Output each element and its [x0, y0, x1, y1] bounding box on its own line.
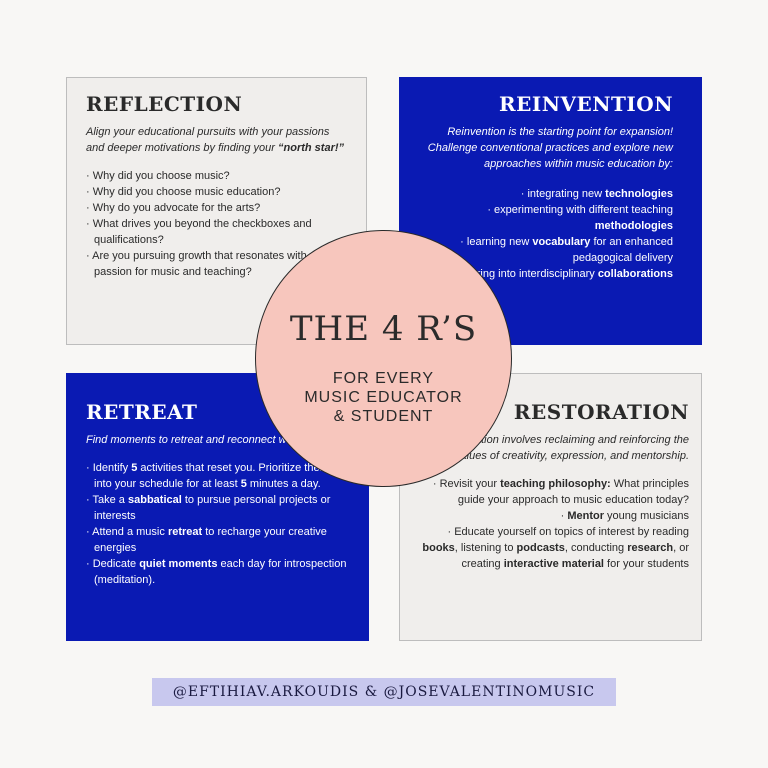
list-item: · Educate yourself on topics of interest…	[422, 526, 689, 570]
retreat-intro: Find moments to retreat and reconnect wi…	[86, 434, 343, 446]
reinvention-intro: Reinvention is the starting point for ex…	[427, 126, 673, 170]
list-item: · Attend a music retreat to recharge you…	[86, 526, 327, 554]
list-item: · Take a sabbatical to pursue personal p…	[86, 494, 331, 522]
retreat-title: RETREAT	[86, 400, 198, 424]
reinvention-list: · integrating new technologies · experim…	[420, 186, 673, 282]
list-item: · Why did you choose music?	[86, 170, 230, 182]
list-item: · Identify 5 activities that reset you. …	[86, 462, 329, 490]
reflection-title: REFLECTION	[86, 92, 243, 116]
center-title: THE 4 R’S	[289, 309, 478, 349]
list-item: · learning new vocabulary for an enhance…	[460, 236, 673, 264]
center-circle: THE 4 R’S FOR EVERY MUSIC EDUCATOR & STU…	[255, 230, 512, 487]
center-subtitle-line: MUSIC EDUCATOR	[304, 389, 463, 406]
retreat-card: RETREAT Find moments to retreat and reco…	[66, 373, 369, 641]
list-item: · Dedicate quiet moments each day for in…	[86, 558, 347, 586]
center-subtitle: FOR EVERY MUSIC EDUCATOR & STUDENT	[256, 369, 511, 426]
center-subtitle-line: & STUDENT	[333, 408, 434, 425]
list-item: · Mentor young musicians	[560, 510, 689, 522]
reflection-list: · Why did you choose music? · Why did yo…	[86, 168, 348, 280]
restoration-card: RESTORATION Restoration involves reclaim…	[399, 373, 702, 641]
list-item: · Are you pursuing growth that resonates…	[86, 250, 332, 278]
reinvention-title: REINVENTION	[499, 92, 673, 116]
reflection-intro: Align your educational pursuits with you…	[86, 126, 345, 154]
center-subtitle-line: FOR EVERY	[332, 370, 435, 387]
list-item: · Why did you choose music education?	[86, 186, 281, 198]
restoration-title: RESTORATION	[513, 400, 689, 424]
list-item: · What drives you beyond the checkboxes …	[86, 218, 312, 246]
restoration-list: · Revisit your teaching philosophy: What…	[420, 476, 689, 572]
list-item: · experimenting with different teaching …	[487, 204, 673, 232]
restoration-intro: Restoration involves reclaiming and rein…	[430, 434, 689, 462]
reflection-card: REFLECTION Align your educational pursui…	[66, 77, 367, 345]
list-item: · Why do you advocate for the arts?	[86, 202, 261, 214]
list-item: · integrating new technologies	[520, 188, 673, 200]
retreat-list: · Identify 5 activities that reset you. …	[86, 460, 348, 588]
footer-handles: @EFTIHIAV.ARKOUDIS & @JOSEVALENTINOMUSIC	[152, 678, 616, 706]
list-item: · Revisit your teaching philosophy: What…	[432, 478, 689, 506]
